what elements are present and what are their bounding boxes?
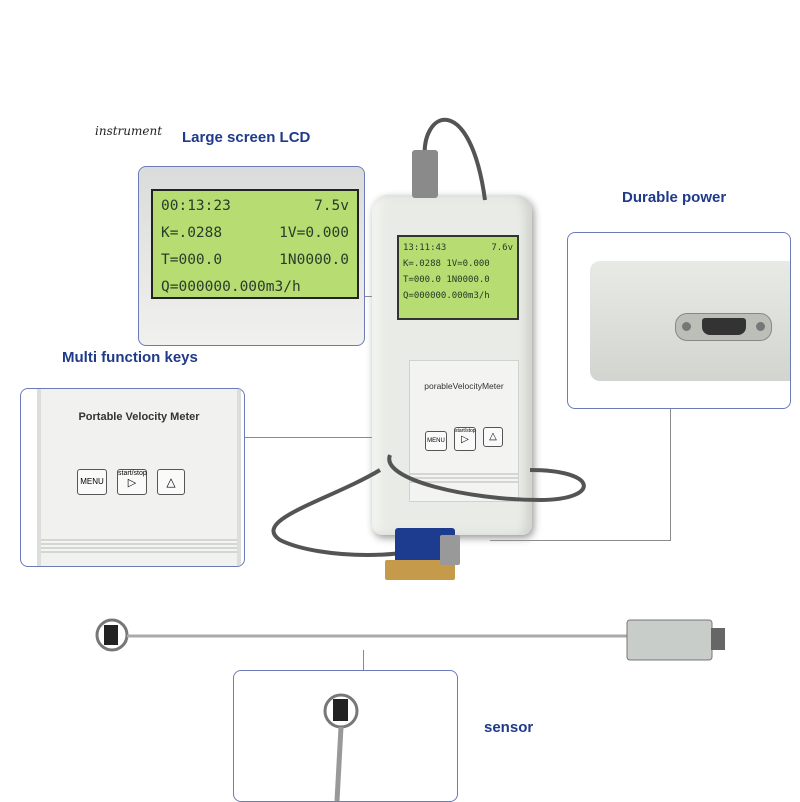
startstop-small-label: start/stop bbox=[455, 428, 476, 434]
callout-line-power-h bbox=[490, 540, 670, 541]
lcd-k-value: K=.0288 bbox=[161, 225, 223, 241]
device-title: porableVelocityMeter bbox=[424, 381, 504, 391]
lcd-small-time: 13:11:43 bbox=[403, 243, 447, 253]
screw-icon bbox=[756, 322, 765, 331]
lcd-voltage: 7.5v bbox=[314, 198, 349, 214]
lcd-label: Large screen LCD bbox=[182, 129, 311, 146]
power-zoom-panel bbox=[567, 232, 791, 409]
lcd-flow-value: Q=000000.000m3/h bbox=[161, 279, 301, 295]
lcd-time: 00:13:23 bbox=[161, 198, 231, 214]
lcd-small-row2: K=.0288 1V=0.000 bbox=[403, 259, 490, 269]
device-front-closeup: Portable Velocity Meter MENU start/stop … bbox=[37, 389, 241, 566]
sensor-rod-icon bbox=[95, 618, 725, 661]
menu-button[interactable]: MENU bbox=[425, 431, 447, 451]
startstop-label: start/stop bbox=[118, 470, 147, 477]
db9-plug-icon bbox=[385, 528, 460, 580]
lcd-display-large: 00:13:23 7.5v K=.0288 1V=0.000 T=000.0 1N00… bbox=[151, 189, 359, 299]
menu-button-closeup[interactable]: MENU bbox=[77, 469, 107, 495]
callout-line-power-v bbox=[670, 408, 671, 541]
handheld-device: 13:11:43 7.6v K=.0288 1V=0.000 T=000.0 1N… bbox=[372, 195, 532, 535]
play-icon: ▷ bbox=[127, 477, 137, 489]
keys-label: Multi function keys bbox=[62, 349, 198, 366]
top-cable bbox=[422, 117, 487, 201]
db9-pins-icon bbox=[702, 318, 746, 335]
play-icon-small: ▷ bbox=[461, 434, 469, 445]
lcd-v-value: 1V=0.000 bbox=[279, 225, 349, 241]
cable-connector-icon bbox=[412, 150, 438, 198]
callout-line-keys bbox=[243, 437, 413, 438]
sensor-closeup-icon bbox=[323, 693, 359, 801]
lcd-small-voltage: 7.6v bbox=[491, 243, 513, 253]
lcd-small-row3: T=000.0 1N0000.0 bbox=[403, 275, 490, 285]
sensor-zoom-panel bbox=[233, 670, 458, 802]
lcd-zoom-panel: 00:13:23 7.5v K=.0288 1V=0.000 T=000.0 1N00… bbox=[138, 166, 365, 346]
startstop-button[interactable]: start/stop ▷ bbox=[454, 427, 476, 451]
keys-zoom-panel: Portable Velocity Meter MENU start/stop … bbox=[20, 388, 245, 567]
up-button-closeup[interactable]: △ bbox=[157, 469, 185, 495]
device-keypad-area: porableVelocityMeter MENU start/stop ▷ △ bbox=[409, 360, 519, 502]
grip-stripes bbox=[41, 539, 237, 553]
lcd-n-value: 1N0000.0 bbox=[279, 252, 349, 268]
device-title-large: Portable Velocity Meter bbox=[78, 411, 200, 423]
device-stripes bbox=[410, 473, 518, 483]
loop-cable-right bbox=[387, 454, 586, 503]
startstop-button-closeup[interactable]: start/stop ▷ bbox=[117, 469, 147, 495]
lcd-t-value: T=000.0 bbox=[161, 252, 223, 268]
lcd-display-small: 13:11:43 7.6v K=.0288 1V=0.000 T=000.0 1N… bbox=[397, 235, 519, 320]
instrument-script-text: instrument bbox=[95, 124, 163, 138]
device-side-closeup bbox=[590, 261, 790, 381]
sensor-label: sensor bbox=[484, 719, 534, 736]
lcd-small-row4: Q=000000.000m3/h bbox=[403, 291, 490, 301]
power-label: Durable power bbox=[622, 189, 727, 206]
db9-port bbox=[675, 313, 772, 341]
callout-line-sensor bbox=[363, 650, 364, 670]
screw-icon bbox=[682, 322, 691, 331]
up-button[interactable]: △ bbox=[483, 427, 503, 447]
